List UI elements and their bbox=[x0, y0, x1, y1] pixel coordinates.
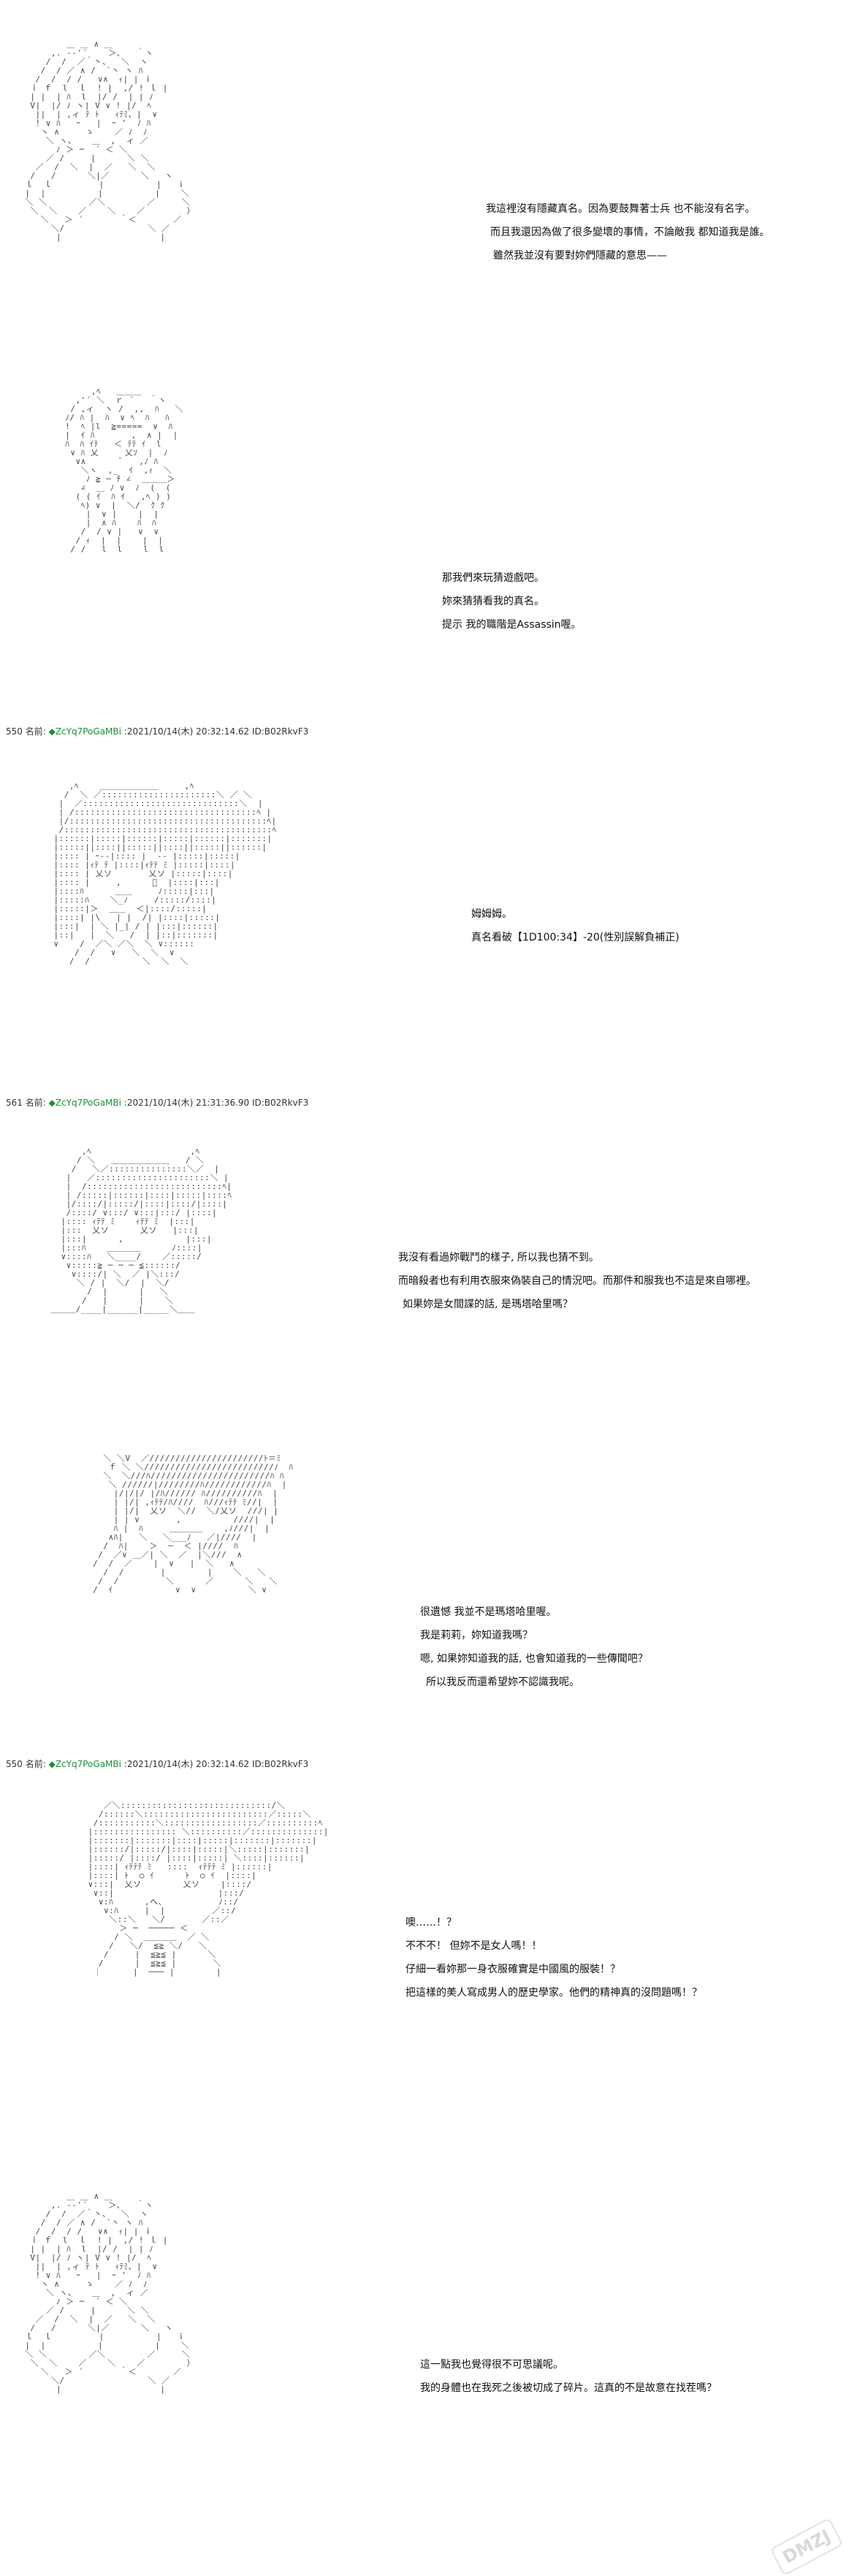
post-meta: :2021/10/14(木) 21:31:36.90 ID:B02RkvF3 bbox=[123, 1098, 309, 1108]
ascii-art-lily: ＿ ＿ ∧ ＿ ,. -‐'´ ＞､ ｀ヽ / / ／｀丶、 ＼ ヽ / / ／… bbox=[25, 39, 196, 242]
post-number: 550 bbox=[6, 726, 23, 737]
post-header: 550 名前: ◆ZcYq7PoGaMBi :2021/10/14(木) 20:… bbox=[6, 725, 308, 737]
dialog-line: 不不不！ 但妳不是女人嗎！！ bbox=[406, 1940, 542, 1952]
post-header: 561 名前: ◆ZcYq7PoGaMBi :2021/10/14(木) 21:… bbox=[6, 1096, 308, 1109]
dialog-line: 所以我反而還希望妳不認識我呢。 bbox=[426, 1676, 579, 1688]
ascii-art-ruler-surprised: ／＼:::::::::::::::::::::::::::::/＼ /:::::… bbox=[88, 1801, 329, 1977]
ascii-art-ruler: ,ﾍ ＿＿＿＿＿＿＿ ,ﾍ / ＼ ／:::::::::::::::::::::… bbox=[53, 781, 277, 966]
dialog-line: 噢……！？ bbox=[406, 1917, 457, 1929]
dialog-line: 那我們來玩猜遊戲吧。 bbox=[442, 572, 544, 584]
dialog-box: 我沒有看過妳戰鬥的樣子, 所以我也猜不到。 而暗殺者也有利用衣服來偽裝自己的情況… bbox=[398, 1246, 756, 1316]
post-meta: :2021/10/14(木) 20:32:14.62 ID:B02RkvF3 bbox=[123, 1759, 309, 1769]
trip-code: ◆ZcYq7PoGaMBi bbox=[48, 1759, 121, 1769]
dialog-line: 如果妳是女間諜的話, 是瑪塔哈里嗎？ bbox=[403, 1299, 573, 1310]
dialog-box: 很遺憾 我並不是瑪塔哈里喔。 我是莉莉，妳知道我嗎？ 嗯, 如果妳知道我的話, … bbox=[420, 1600, 648, 1694]
dialog-line: 提示 我的職階是Assassin喔。 bbox=[442, 619, 582, 631]
dialog-box: 噢……！？ 不不不！ 但妳不是女人嗎！！ 仔細一看妳那一身衣服確實是中國風的服裝… bbox=[406, 1911, 702, 2005]
post-header: 550 名前: ◆ZcYq7PoGaMBi :2021/10/14(木) 20:… bbox=[6, 1758, 308, 1770]
post-name-label: 名前: bbox=[25, 1759, 46, 1769]
panel-1: ＿ ＿ ∧ ＿ ,. -‐'´ ＞､ ｀ヽ / / ／｀丶、 ＼ ヽ / / ／… bbox=[0, 0, 849, 380]
trip-code: ◆ZcYq7PoGaMBi bbox=[48, 726, 121, 737]
panel-6: ／＼:::::::::::::::::::::::::::::/＼ /:::::… bbox=[0, 1768, 849, 2178]
site-watermark: DMZJ bbox=[769, 2517, 844, 2576]
dialog-line: 我沒有看過妳戰鬥的樣子, 所以我也猜不到。 bbox=[398, 1252, 599, 1264]
dialog-line: 我這裡沒有隱藏真名。因為要鼓舞著士兵 也不能沒有名字。 bbox=[486, 203, 755, 215]
dialog-box: 這一點我也覺得很不可思議呢。 我的身體也在我死之後被切成了碎片。這真的不是故意在… bbox=[420, 2353, 717, 2400]
dialog-line: 我是莉莉，妳知道我嗎？ bbox=[420, 1630, 533, 1641]
dialog-line: 姆姆姆。 bbox=[471, 908, 512, 920]
dialog-line: 真名看破【1D100:34】-20(性別誤解負補正) bbox=[471, 932, 679, 943]
panel-3: ,ﾍ ＿＿＿＿＿＿＿ ,ﾍ / ＼ ／:::::::::::::::::::::… bbox=[0, 738, 849, 1109]
dialog-box: 姆姆姆。 真名看破【1D100:34】-20(性別誤解負補正) bbox=[471, 903, 679, 949]
dialog-box: 我這裡沒有隱藏真名。因為要鼓舞著士兵 也不能沒有名字。 而且我還因為做了很多變壞… bbox=[486, 197, 769, 267]
dialog-box: 那我們來玩猜遊戲吧。 妳來猜猜看我的真名。 提示 我的職階是Assassin喔。 bbox=[442, 566, 582, 637]
dialog-line: 妳來猜猜看我的真名。 bbox=[442, 596, 544, 607]
post-number: 561 bbox=[6, 1098, 23, 1108]
panel-4: ,ﾍ ,ﾍ / ＼ ＿＿＿＿＿＿＿ / ＼ / ＼／::::::::::::::… bbox=[0, 1103, 849, 1440]
dialog-line: 而暗殺者也有利用衣服來偽裝自己的情況吧。而那件和服我也不這是來自哪裡。 bbox=[398, 1275, 756, 1287]
dialog-line: 雖然我並沒有要對妳們隱藏的意思—— bbox=[493, 250, 667, 262]
panel-5: ＼ ＼V ／//////////////////////ﾄ＝ﾐ ｆ ＼ ＼///… bbox=[0, 1440, 849, 1770]
dialog-line: 而且我還因為做了很多變壞的事情，不論敵我 都知道我是誰。 bbox=[490, 227, 770, 238]
dialog-line: 把這樣的美人寫成男人的歷史學家。他們的精神真的沒問題嗎！？ bbox=[406, 1987, 702, 1999]
panel-7: ＿ ＿ ∧ ＿ ,. -‐'´ ＞､ ｀ヽ / / ／｀丶、 ＼ ヽ / / ／… bbox=[0, 2178, 849, 2576]
post-meta: :2021/10/14(木) 20:32:14.62 ID:B02RkvF3 bbox=[123, 726, 309, 737]
panel-2: ,ﾍ ＿＿＿ ,'´ ＼ ｒ ´ ｀ヽ / ,ィ ヽ / ,, ﾊ ＼ ﾉ/ ﾊ… bbox=[0, 380, 849, 738]
dialog-line: 很遺憾 我並不是瑪塔哈里喔。 bbox=[420, 1606, 557, 1618]
dialog-line: 這一點我也覺得很不可思議呢。 bbox=[420, 2359, 563, 2371]
ascii-art-ruler-closeup: ,ﾍ ,ﾍ / ＼ ＿＿＿＿＿＿＿ / ＼ / ＼／::::::::::::::… bbox=[50, 1147, 232, 1314]
trip-code: ◆ZcYq7PoGaMBi bbox=[48, 1098, 121, 1108]
dialog-line: 我的身體也在我死之後被切成了碎片。這真的不是故意在找茬嗎？ bbox=[420, 2382, 717, 2394]
dialog-line: 嗯, 如果妳知道我的話, 也會知道我的一些傳聞吧？ bbox=[420, 1653, 648, 1665]
post-number: 550 bbox=[6, 1759, 23, 1769]
post-name-label: 名前: bbox=[25, 1098, 46, 1108]
ascii-art-lily: ＿ ＿ ∧ ＿ ,. -‐'´ ＞､ ｀ヽ / / ／｀丶、 ＼ ヽ / / ／… bbox=[25, 2192, 196, 2394]
post-name-label: 名前: bbox=[25, 726, 46, 737]
dialog-line: 仔細一看妳那一身衣服確實是中國風的服裝！？ bbox=[406, 1964, 620, 1975]
ascii-art-lily-pointing: ,ﾍ ＿＿＿ ,'´ ＼ ｒ ´ ｀ヽ / ,ィ ヽ / ,, ﾊ ＼ ﾉ/ ﾊ… bbox=[65, 387, 183, 554]
ascii-art-lily-hair: ＼ ＼V ／//////////////////////ﾄ＝ﾐ ｆ ＼ ＼///… bbox=[93, 1454, 294, 1595]
